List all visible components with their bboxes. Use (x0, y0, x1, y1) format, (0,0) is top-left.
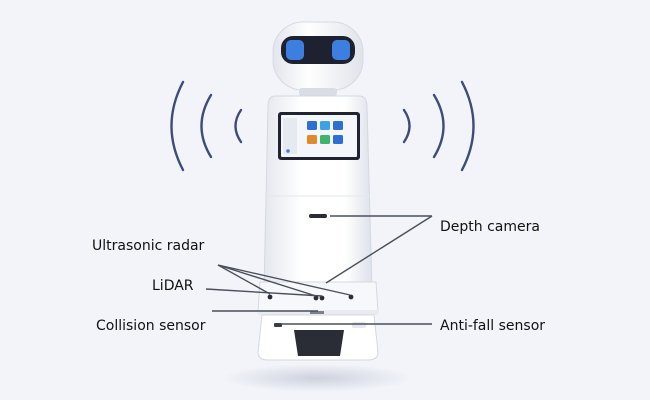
screen-app-tile (320, 121, 330, 130)
left-eye (286, 40, 304, 60)
signal-arc-left-3 (234, 108, 243, 144)
signal-waves-left (170, 80, 243, 172)
screen-home-dot (286, 149, 290, 153)
label-lidar: LiDAR (152, 278, 194, 294)
leader-depth-camera-to-lidar (325, 215, 433, 284)
signal-arc-right-3 (460, 80, 475, 172)
signal-arc-right-2 (432, 93, 445, 159)
leader-lines (205, 215, 433, 325)
right-eye (332, 40, 350, 60)
neck (299, 88, 337, 96)
ultrasonic-sensor-4 (319, 295, 325, 301)
signal-arc-left-2 (200, 93, 213, 159)
leader-ultrasonic-3 (217, 264, 351, 296)
screen-app-tile (333, 121, 343, 130)
collision-sensor-slot (310, 311, 324, 314)
floor-shadow (222, 364, 412, 392)
anti-fall-sensor (274, 323, 282, 327)
label-ultrasonic-radar: Ultrasonic radar (92, 238, 205, 254)
screen-app-tile (333, 135, 343, 144)
screen-app-tile (320, 135, 330, 144)
depth-camera (309, 214, 327, 218)
label-anti-fall-sensor: Anti-fall sensor (440, 318, 546, 334)
screen-sidebar (283, 118, 297, 154)
robot-head (272, 21, 364, 96)
signal-arc-right-1 (402, 108, 411, 144)
base-side-light (352, 322, 366, 328)
label-depth-camera: Depth camera (440, 219, 540, 235)
base-vent (294, 330, 344, 356)
leader-ultrasonic-2 (217, 264, 317, 297)
signal-waves-right (402, 80, 475, 172)
signal-arc-left-1 (170, 80, 185, 172)
screen-app-tiles (307, 121, 343, 144)
screen-app-tile (307, 135, 317, 144)
leader-ultrasonic-1 (217, 264, 271, 295)
leader-lidar (205, 288, 323, 297)
ultrasonic-sensor-1 (267, 294, 273, 300)
screen-app-tile (307, 121, 317, 130)
ultrasonic-sensor-2 (313, 295, 319, 301)
robot-body (257, 95, 379, 361)
ultrasonic-sensor-3 (348, 294, 354, 300)
label-collision-sensor: Collision sensor (96, 318, 206, 334)
